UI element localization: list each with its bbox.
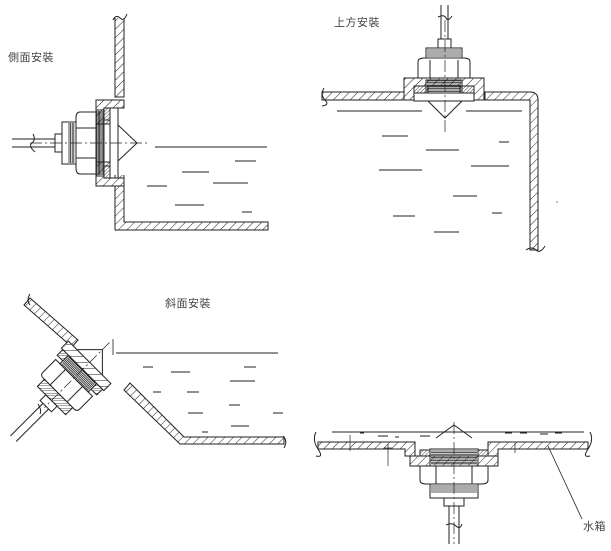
- gasket: [419, 449, 431, 457]
- inclined-mount-drawing: [10, 293, 287, 449]
- tank-roof-left: [321, 91, 405, 101]
- bottom-mount-drawing: [313, 422, 593, 544]
- tank-wall-upper: [114, 18, 125, 98]
- break-mark: [282, 435, 287, 449]
- gasket: [103, 165, 111, 179]
- break-mark: [584, 431, 593, 457]
- break-mark: [321, 87, 328, 107]
- cable: [15, 408, 49, 442]
- inclined-mount-label: 斜面安裝: [165, 297, 211, 310]
- upper-collar: [425, 47, 463, 59]
- nut-edge: [49, 369, 66, 386]
- sensor-sleeve: [413, 92, 475, 102]
- thread-line: [61, 363, 89, 391]
- break-mark: [27, 293, 31, 306]
- gasket: [477, 449, 489, 457]
- tank-floor-right: [487, 441, 589, 457]
- inclined-sensor-assembly: [10, 340, 112, 442]
- nut-edge: [66, 386, 83, 403]
- hex-nut: [41, 358, 94, 411]
- tank-floor-left: [317, 441, 416, 457]
- water-tank-callout: 水箱: [583, 520, 606, 533]
- inclined-wall-lower: [123, 382, 285, 445]
- break-mark: [313, 431, 322, 457]
- hex-nut: [75, 111, 97, 175]
- cable-break: [37, 403, 42, 415]
- inclined-wall-upper: [23, 297, 79, 348]
- cable-break: [437, 15, 453, 21]
- cable: [10, 403, 44, 437]
- top-mount-drawing: [321, 5, 558, 252]
- break-mark: [525, 245, 546, 252]
- hex-nut: [417, 57, 471, 79]
- side-mount-label: 側面安裝: [8, 51, 54, 64]
- probe-cone: [76, 349, 103, 376]
- thread-line: [62, 362, 90, 390]
- probe-cone: [427, 100, 463, 119]
- connector: [437, 38, 452, 49]
- thread-body: [425, 79, 463, 94]
- tank-roof-right: [484, 91, 539, 251]
- tank-leader-line: [547, 445, 583, 520]
- stray-dot: [556, 201, 558, 203]
- side-mount-drawing: [12, 13, 269, 231]
- hex-nut: [419, 465, 489, 485]
- cable-break: [445, 523, 463, 529]
- gasket: [103, 107, 111, 121]
- top-mount-label: 上方安裝: [334, 16, 380, 29]
- tank-wall-lower: [114, 175, 269, 231]
- break-mark: [112, 13, 128, 21]
